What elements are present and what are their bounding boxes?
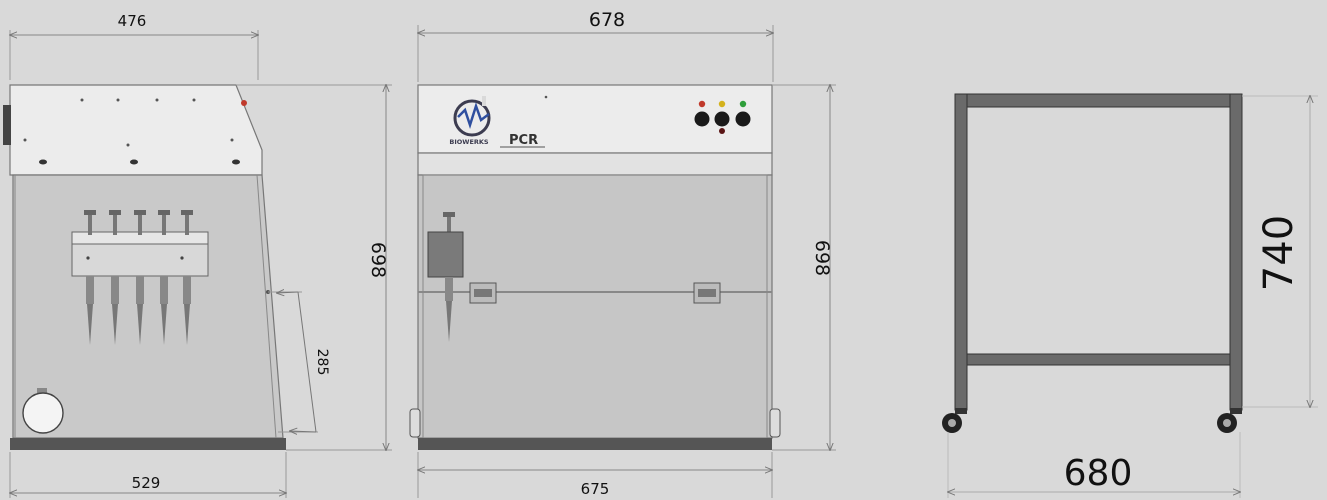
side-top-dots xyxy=(23,98,240,165)
front-pipette xyxy=(427,212,464,342)
caster-right xyxy=(1217,408,1242,433)
side-height-dimension: 698 xyxy=(236,85,392,450)
sash-opening-dimension: 285 xyxy=(268,292,330,432)
front-top-width-dimension: 678 xyxy=(418,9,773,82)
caster-left xyxy=(942,408,967,433)
waste-bin xyxy=(22,388,64,434)
stand-view: 740 680 xyxy=(942,93,1318,498)
stand-height-dimension: 740 xyxy=(1242,96,1318,407)
biowerks-logo: BIOWERKS xyxy=(449,96,491,146)
pcr-label: PCR xyxy=(509,133,538,148)
front-foot-left xyxy=(409,408,421,438)
indicator-yellow xyxy=(718,100,726,108)
sash-hinge-right xyxy=(693,282,721,304)
side-top-width-label: 476 xyxy=(118,12,147,30)
front-foot-right xyxy=(769,408,781,438)
front-cabinet xyxy=(417,174,773,439)
indicator-red xyxy=(698,100,706,108)
logo-ring xyxy=(453,99,491,137)
pipette-2 xyxy=(109,210,121,345)
front-height-label: 698 xyxy=(811,240,833,276)
switch-button-1[interactable] xyxy=(694,111,710,127)
sash-opening-label: 285 xyxy=(314,349,330,376)
side-indicator xyxy=(241,100,247,106)
logo-wave xyxy=(457,102,490,130)
stand-width-label: 680 xyxy=(1064,453,1133,494)
front-base xyxy=(418,438,772,450)
switch-button-2[interactable] xyxy=(714,111,730,127)
front-bottom-width-dimension: 675 xyxy=(418,452,772,498)
front-filter-band xyxy=(417,152,773,176)
indicator-green xyxy=(739,100,747,108)
side-hood-top xyxy=(9,84,263,176)
front-top-panel xyxy=(417,84,773,154)
stand-width-dimension: 680 xyxy=(948,432,1240,498)
side-bottom-width-label: 529 xyxy=(132,474,161,492)
side-bottom-width-dimension: 529 xyxy=(10,452,286,498)
side-view: 476 xyxy=(3,12,392,498)
pipette-4 xyxy=(158,210,170,345)
stand-height-label: 740 xyxy=(1256,215,1302,291)
sash-hinge-left xyxy=(469,282,497,304)
stand-lower-rail xyxy=(966,353,1231,366)
switch-button-3[interactable] xyxy=(735,111,751,127)
front-top-width-label: 678 xyxy=(589,9,625,31)
stand-leg-left xyxy=(954,93,968,411)
front-height-dimension: 698 xyxy=(772,85,836,450)
front-bottom-width-label: 675 xyxy=(581,480,610,498)
stand-top-rail xyxy=(954,93,1243,108)
side-height-label: 698 xyxy=(367,242,389,278)
stand-leg-right xyxy=(1229,93,1243,411)
key-switch[interactable] xyxy=(719,128,725,134)
pipettes xyxy=(84,210,193,345)
front-view: 678 BIOWERKS PCR xyxy=(409,9,836,498)
pipette-5 xyxy=(181,210,193,345)
pipette-3 xyxy=(134,210,146,345)
side-sash-edge xyxy=(256,174,277,439)
pipette-rack-body xyxy=(71,243,209,277)
control-panel xyxy=(694,100,751,134)
pipette-1 xyxy=(84,210,96,345)
side-handle xyxy=(3,105,11,145)
side-base xyxy=(10,438,286,450)
logo-text: BIOWERKS xyxy=(449,138,489,146)
side-top-width-dimension: 476 xyxy=(10,12,258,80)
